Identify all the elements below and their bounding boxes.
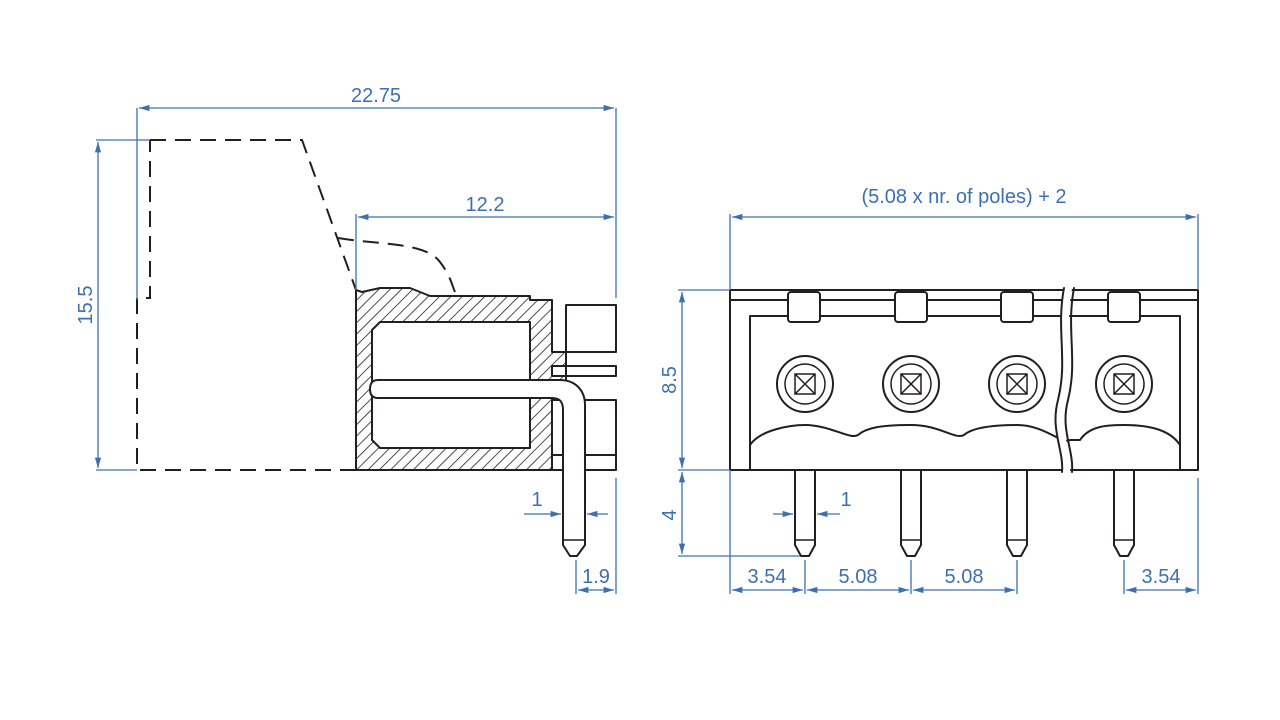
terminal-4 [1095,355,1153,413]
side-pin-width-label: 1 [531,489,542,511]
bent-pin [369,379,586,557]
edge-margin-right-label: 3.54 [1142,566,1181,588]
header-front-block-top [565,304,617,353]
pin-1 [794,469,816,557]
terminal-2 [882,355,940,413]
break-line-left-stroke [1054,287,1065,473]
pole-tab-4 [1107,291,1141,323]
overall-length-label: 22.75 [351,85,401,107]
terminal-1 [776,355,834,413]
header-front-block-mid [565,365,617,377]
pin-length-label: 4 [659,509,681,520]
break-line-right-stroke [1064,287,1075,473]
side-view: 22.75 12.2 15.5 1 1.9 [75,85,617,594]
front-view: (5.08 x nr. of poles) + 2 8.5 4 1 3.54 5… [659,186,1199,594]
pin-3 [1006,469,1028,557]
latch-dashed [337,237,456,293]
pitch-1-label: 5.08 [839,566,878,588]
pin-2 [900,469,922,557]
break-line-left [1055,287,1072,473]
pin-offset-label: 1.9 [582,566,610,588]
header-depth-label: 12.2 [466,194,505,216]
pitch-2-label: 5.08 [945,566,984,588]
pole-tab-2 [894,291,928,323]
overall-width-formula-label: (5.08 x nr. of poles) + 2 [861,186,1066,208]
pole-tab-1 [787,291,821,323]
edge-margin-left-label: 3.54 [748,566,787,588]
front-scallops [749,424,1181,446]
pin-4 [1113,469,1135,557]
plug-outline-dashed [136,139,357,471]
terminal-3 [988,355,1046,413]
front-pin-width-label: 1 [840,489,851,511]
pole-tab-3 [1000,291,1034,323]
body-height-label: 8.5 [659,366,681,394]
height-label: 15.5 [75,286,97,325]
